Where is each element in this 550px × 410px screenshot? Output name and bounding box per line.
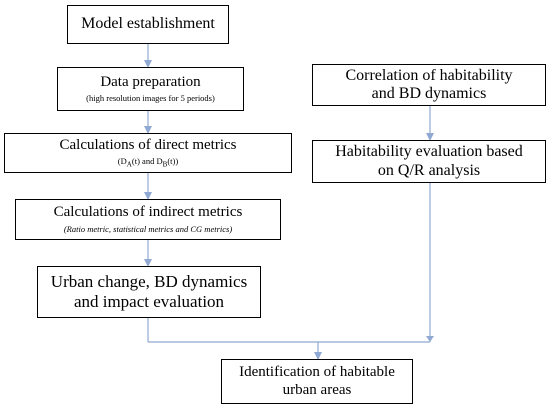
node-indirect-metrics: Calculations of indirect metrics (Ratio … bbox=[15, 199, 281, 240]
node-label: Calculations of indirect metrics bbox=[53, 204, 243, 221]
node-model-establishment: Model establishment bbox=[67, 5, 229, 44]
node-label: Data preparation bbox=[100, 73, 201, 90]
node-data-preparation: Data preparation (high resolution images… bbox=[57, 67, 244, 111]
node-label: Model establishment bbox=[81, 15, 215, 33]
node-sublabel: (DA(t) and DB(t)) bbox=[117, 156, 179, 169]
node-sublabel: (Ratio metric, statistical metrics and C… bbox=[63, 223, 233, 234]
arrow-head-habitability bbox=[426, 336, 434, 342]
node-line2: and impact evaluation bbox=[73, 292, 225, 311]
node-habitability-evaluation: Habitability evaluation based on Q/R ana… bbox=[312, 140, 546, 183]
node-correlation: Correlation of habitability and BD dynam… bbox=[312, 64, 546, 106]
node-line2: urban areas bbox=[282, 381, 352, 398]
node-line2: on Q/R analysis bbox=[377, 161, 481, 179]
node-urban-change: Urban change, BD dynamics and impact eva… bbox=[37, 266, 261, 318]
node-line2: and BD dynamics bbox=[371, 85, 487, 102]
node-line1: Habitability evaluation based bbox=[335, 143, 523, 161]
node-line1: Urban change, BD dynamics bbox=[50, 272, 248, 292]
node-identification: Identification of habitable urban areas bbox=[221, 359, 413, 404]
node-line1: Correlation of habitability bbox=[345, 66, 513, 84]
node-direct-metrics: Calculations of direct metrics (DA(t) an… bbox=[4, 133, 292, 173]
node-line1: Identification of habitable bbox=[239, 364, 395, 381]
node-sublabel: (high resolution images for 5 periods) bbox=[86, 93, 215, 104]
node-label: Calculations of direct metrics bbox=[59, 136, 237, 153]
